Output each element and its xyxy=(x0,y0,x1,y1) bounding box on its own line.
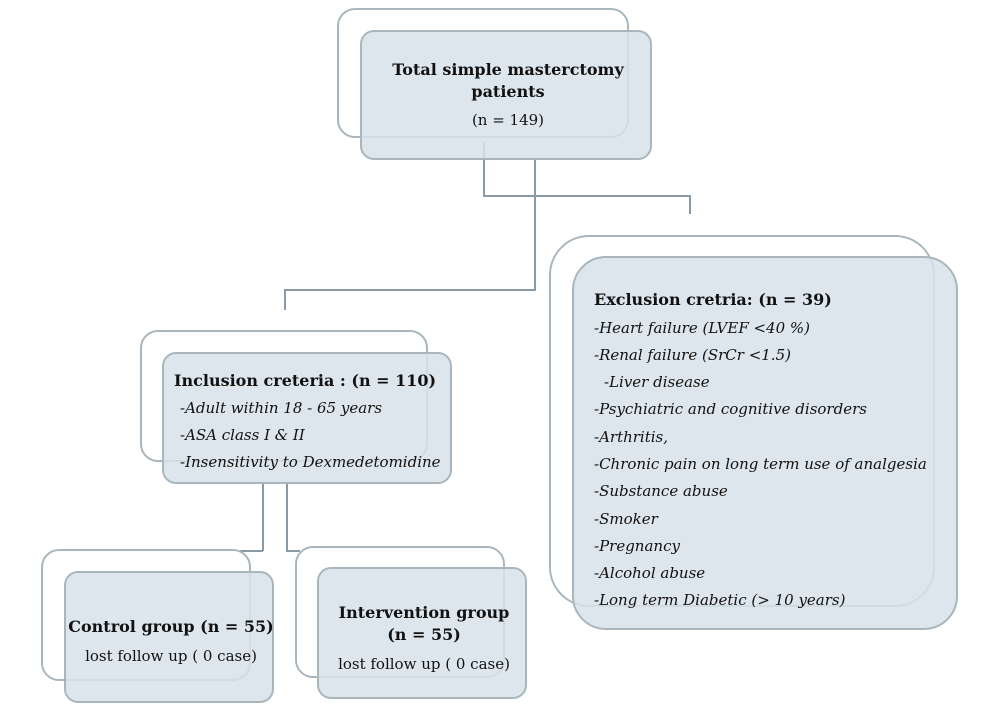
connector-inclusion-to-intervention xyxy=(286,484,300,552)
total-title-line2: patients xyxy=(471,82,545,101)
intervention-title-line2: (n = 55) xyxy=(387,625,461,644)
total-title-line1: Total simple masterctomy xyxy=(392,60,624,79)
exclusion-title: Exclusion cretria: (n = 39) xyxy=(594,290,832,309)
exclusion-item: -Liver disease xyxy=(604,373,710,391)
exclusion-item: -Arthritis, xyxy=(594,428,669,446)
inclusion-item: -Adult within 18 - 65 years xyxy=(180,399,383,417)
connector-total-to-inclusion xyxy=(284,160,536,310)
intervention-box: Intervention group (n = 55) lost follow … xyxy=(317,567,527,699)
exclusion-item: -Chronic pain on long term use of analge… xyxy=(594,455,927,473)
exclusion-item: -Heart failure (LVEF <40 %) xyxy=(594,319,811,337)
inclusion-box: Inclusion creteria : (n = 110) -Adult wi… xyxy=(162,352,452,484)
intervention-followup: lost follow up ( 0 case) xyxy=(338,655,510,673)
inclusion-item: -Insensitivity to Dexmedetomidine xyxy=(180,453,441,471)
exclusion-item: -Renal failure (SrCr <1.5) xyxy=(594,346,791,364)
total-box: Total simple masterctomy patients (n = 1… xyxy=(360,30,652,160)
control-box: Control group (n = 55) lost follow up ( … xyxy=(64,571,274,703)
exclusion-item: -Psychiatric and cognitive disorders xyxy=(594,400,867,418)
exclusion-item: -Pregnancy xyxy=(594,537,680,555)
total-count: (n = 149) xyxy=(471,111,545,129)
exclusion-box: Exclusion cretria: (n = 39) -Heart failu… xyxy=(572,256,958,630)
exclusion-item: -Alcohol abuse xyxy=(594,564,706,582)
inclusion-title: Inclusion creteria : (n = 110) xyxy=(174,371,437,390)
connector-total-to-exclusion xyxy=(483,142,691,214)
exclusion-item: -Long term Diabetic (> 10 years) xyxy=(594,591,846,609)
control-title: Control group (n = 55) xyxy=(68,617,274,636)
intervention-title-line1: Intervention group xyxy=(338,603,510,622)
inclusion-item: -ASA class I & II xyxy=(180,426,305,444)
exclusion-item: -Substance abuse xyxy=(594,482,728,500)
control-followup: lost follow up ( 0 case) xyxy=(85,647,257,665)
exclusion-item: -Smoker xyxy=(594,510,658,528)
